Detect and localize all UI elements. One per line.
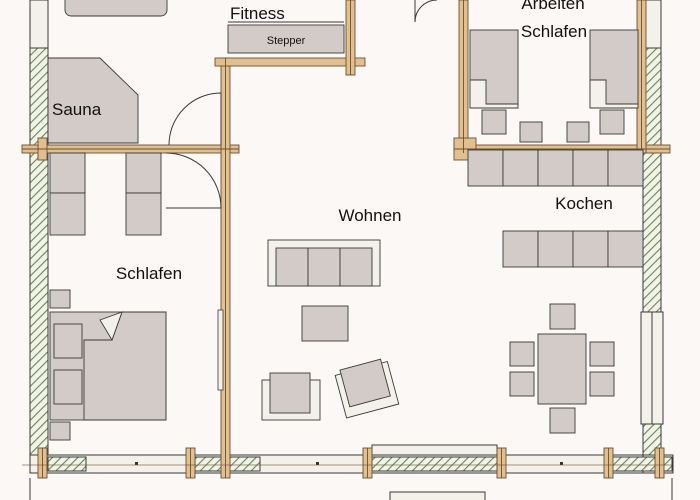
- counter-lower-4: [607, 230, 644, 268]
- bottom-wall-dots: [135, 462, 563, 465]
- room-label-kochen: Kochen: [555, 194, 613, 213]
- counter-upper-5: [607, 149, 644, 187]
- room-label-stepper: Stepper: [267, 35, 306, 47]
- wall-right-mid: [642, 149, 662, 313]
- wall-left-lower: [29, 149, 49, 456]
- wall-left-upper: [29, 47, 49, 151]
- pillow-1: [53, 323, 83, 359]
- door-arc-top: [414, 0, 438, 23]
- blanket-top-right: [589, 79, 639, 109]
- pillow-2: [53, 369, 83, 405]
- sofa-seat-2: [307, 247, 341, 287]
- nightstand-left-bottom: [49, 421, 71, 441]
- sliding-door: [217, 309, 224, 391]
- wardrobe-3: [125, 152, 162, 194]
- wall-top-left: [29, 0, 49, 49]
- armchair-right: [334, 358, 400, 419]
- terrace-step: [389, 491, 486, 500]
- terrace-edge: [29, 478, 673, 500]
- blanket-top-left: [469, 79, 519, 109]
- exterior-walls: [29, 0, 674, 474]
- sauna-bench: [47, 57, 139, 144]
- wall-bottom-hatch-a: [47, 456, 87, 472]
- coffee-table: [301, 305, 349, 342]
- wardrobe-2: [49, 192, 86, 236]
- counter-upper-3: [537, 149, 574, 187]
- wall-bottom-hatch-c: [227, 456, 261, 472]
- counter-lower-1: [502, 230, 539, 268]
- counter-upper-2: [502, 149, 539, 187]
- counter-upper-4: [572, 149, 609, 187]
- timber-crosslines: [22, 0, 672, 478]
- doors: [165, 0, 438, 209]
- sofa-seat-1: [275, 247, 309, 287]
- pillow-top-1: [481, 109, 507, 135]
- chair-bottom: [549, 407, 576, 434]
- sofa-seat-3: [339, 247, 373, 287]
- chair-left-2: [509, 371, 535, 397]
- pillow-top-2: [599, 109, 625, 135]
- room-label-sauna: Sauna: [52, 100, 102, 119]
- chair-right-1: [589, 341, 615, 367]
- door-arc-sauna: [168, 92, 222, 146]
- counter-lower-3: [572, 230, 609, 268]
- chair-left-1: [509, 341, 535, 367]
- chair-top: [549, 303, 576, 330]
- wall-h-fitness: [214, 57, 366, 67]
- nightstand-left-top: [49, 289, 71, 309]
- stepper-machine: [227, 24, 345, 54]
- room-label-schlafen-top: Schlafen: [521, 22, 587, 41]
- nightstand-top-1: [519, 121, 543, 143]
- chair-right-2: [589, 371, 615, 397]
- wall-bottom-hatch-d: [371, 456, 498, 472]
- room-label-schlafen-left: Schlafen: [116, 264, 182, 283]
- counter-lower-2: [537, 230, 574, 268]
- armchair-left-seat: [269, 372, 311, 414]
- top-left-bench: [64, 0, 168, 17]
- door-arc-schlafen: [165, 152, 222, 209]
- nightstand-top-2: [566, 121, 590, 143]
- wall-bottom-hatch-b: [194, 456, 226, 472]
- wardrobe-1: [49, 152, 86, 194]
- wardrobe-4: [125, 192, 162, 236]
- room-label-wohnen: Wohnen: [338, 206, 401, 225]
- blanket-fold-left: [99, 311, 123, 342]
- counter-upper-1: [467, 149, 504, 187]
- room-label-fitness: Fitness: [230, 4, 285, 23]
- furniture: [47, 0, 644, 441]
- dining-table: [537, 333, 587, 405]
- room-label-arbeiten: Arbeiten: [521, 0, 584, 13]
- window-bottom-mid: [371, 444, 498, 456]
